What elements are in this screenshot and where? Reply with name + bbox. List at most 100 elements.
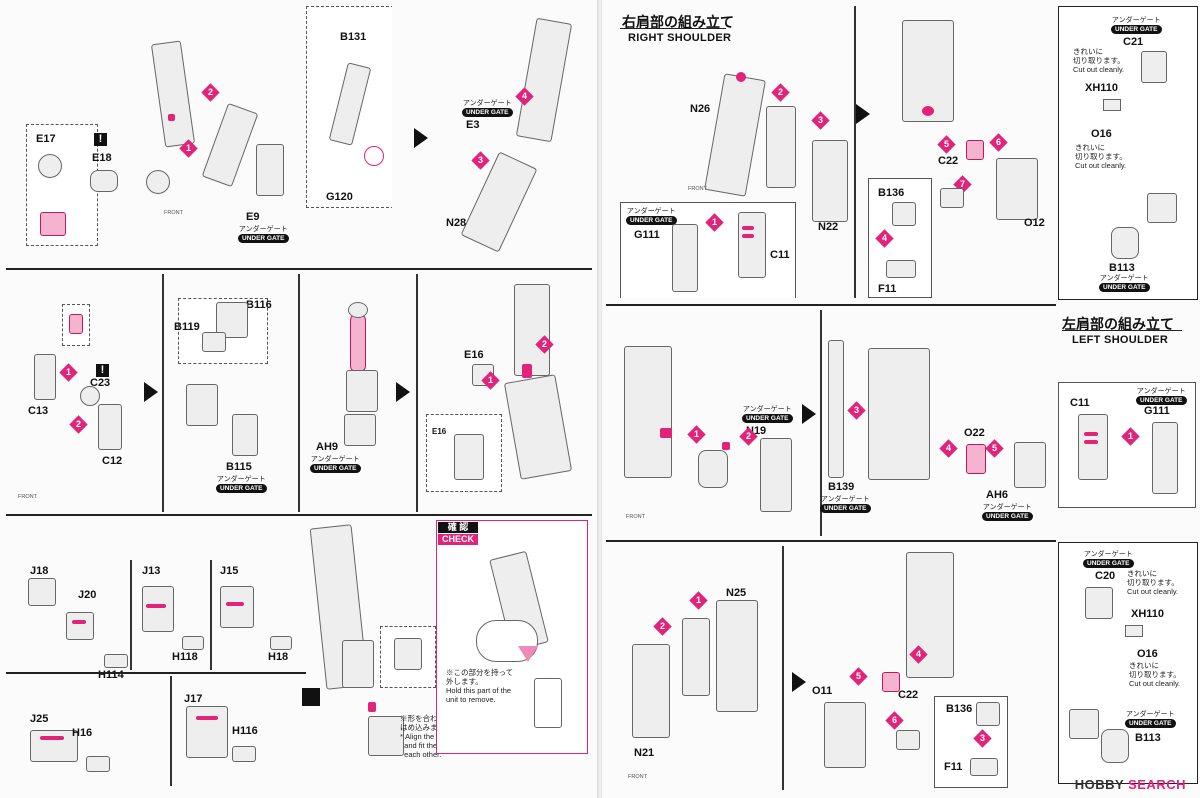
pink-mark-arm <box>168 114 175 121</box>
part-c11 <box>1078 414 1108 480</box>
part-b136 <box>976 702 1000 726</box>
label-b116: B116 <box>246 299 272 311</box>
part-c12 <box>98 404 122 450</box>
step-marker-1: 1 <box>705 213 724 232</box>
part-armor-front <box>624 346 672 478</box>
label-n25: N25 <box>726 587 747 599</box>
label-c12: C12 <box>102 455 123 467</box>
separator <box>416 274 418 512</box>
part-assembled-bottom <box>1069 709 1099 739</box>
part-n28 <box>460 151 538 253</box>
note-check: ※この部分を持って 外します。Hold this part of the uni… <box>446 668 514 704</box>
part-ah6 <box>1014 442 1046 488</box>
label-e16-detail: E16 <box>432 427 447 436</box>
part-j25 <box>30 730 78 762</box>
step-marker-1: 1 <box>59 363 78 382</box>
label-n19: N19 <box>746 425 767 437</box>
under-gate-badge: アンダーゲート UNDER GATE <box>310 456 361 473</box>
part-j13 <box>142 586 174 632</box>
step-marker-2: 2 <box>201 83 220 102</box>
row-divider-right-2 <box>606 540 1056 542</box>
part-shield <box>698 450 728 488</box>
part-arm-lower <box>344 414 376 446</box>
label-g111: G111 <box>634 229 660 241</box>
part-n25 <box>716 600 758 712</box>
flow-arrow <box>802 404 816 424</box>
part-hand-bottom <box>368 716 404 756</box>
part-h16 <box>86 756 110 772</box>
watermark-suffix: SEARCH <box>1128 777 1186 792</box>
label-b119: B119 <box>174 321 200 333</box>
label-c11: C11 <box>1070 397 1090 409</box>
label-h116: H116 <box>232 725 258 737</box>
part-f11 <box>970 758 998 776</box>
label-b139: B139 <box>828 481 855 493</box>
part-e17 <box>38 154 62 178</box>
part-joint <box>394 638 422 670</box>
part-post-cap <box>348 302 368 318</box>
remove-arrow <box>518 646 538 662</box>
cross-icon <box>302 688 320 706</box>
left-page: E17 ! E18 E9 アンダーゲート UNDER GATE 1 2 FRON… <box>0 0 598 798</box>
under-gate-badge: アンダーゲート UNDER GATE <box>1083 551 1134 568</box>
label-j18: J18 <box>30 565 49 577</box>
part-j20 <box>66 612 94 640</box>
part-e18-pink <box>40 212 66 236</box>
part-c23-pink <box>69 314 83 334</box>
step-marker-2: 2 <box>653 617 672 636</box>
pink-mark <box>1084 432 1098 436</box>
step-marker-1: 1 <box>179 139 198 158</box>
flow-arrow-row2-b <box>396 382 410 402</box>
label-xh110: XH110 <box>1085 82 1119 94</box>
row3-inner-divider <box>6 672 306 674</box>
watermark: HOBBY SEARCH <box>1075 777 1186 792</box>
under-gate-badge: アンダーゲート UNDER GATE <box>742 406 793 423</box>
part-g111 <box>672 224 698 292</box>
label-n21: N21 <box>634 747 655 759</box>
part-h114 <box>104 654 128 668</box>
step-marker-2: 2 <box>739 427 758 446</box>
front-label: FRONT <box>628 774 647 780</box>
label-j20: J20 <box>78 589 97 601</box>
pink-mark <box>660 428 672 438</box>
label-f11: F11 <box>944 761 963 773</box>
label-e9: E9 <box>246 211 260 223</box>
panel-row3: J18 J20 H114 J13 H118 J15 H18 J25 H16 J1… <box>6 520 592 790</box>
part-shoulder-block <box>186 384 218 426</box>
label-j13: J13 <box>142 565 161 577</box>
title-right-shoulder-en: RIGHT SHOULDER <box>628 32 732 44</box>
part-arm-cover <box>201 102 259 188</box>
label-c23: C23 <box>90 377 111 389</box>
label-b113: B113 <box>1135 732 1161 744</box>
label-b115: B115 <box>226 461 252 473</box>
label-f11: F11 <box>878 283 897 295</box>
label-c13: C13 <box>28 405 49 417</box>
label-g111: G111 <box>1144 405 1170 417</box>
part-c22-pink <box>966 140 984 160</box>
flow-arrow-row1 <box>414 128 428 148</box>
part-c22-pink <box>882 672 900 692</box>
panel-bottom: N25 N21 1 2 FRONT O11 5 4 C22 6 B136 3 F… <box>606 546 1052 790</box>
part-o11 <box>824 702 866 768</box>
part-joint-b <box>896 730 920 750</box>
pink-mark <box>40 736 64 740</box>
flow-arrow <box>856 104 870 124</box>
step-marker-4: 4 <box>909 645 928 664</box>
label-c20: C20 <box>1095 570 1116 582</box>
warning-icon: ! <box>96 364 109 377</box>
flow-arrow-row2-a <box>144 382 158 402</box>
separator <box>170 676 172 786</box>
check-label-en: CHECK <box>438 534 478 545</box>
label-e18: E18 <box>92 152 112 164</box>
step-marker-3: 3 <box>973 729 992 748</box>
label-n22: N22 <box>818 221 839 233</box>
label-h18: H18 <box>268 651 289 663</box>
note-cut-1: きれいに 切り取ります。 Cut out cleanly. <box>1073 47 1125 74</box>
pink-mark <box>196 716 218 720</box>
under-gate-badge: アンダーゲート UNDER GATE <box>1099 275 1150 292</box>
label-o11: O11 <box>812 685 833 697</box>
label-e16: E16 <box>464 349 484 361</box>
panel-row2: C13 ! C23 C12 1 2 FRONT B116 B119 B115 ア… <box>6 274 592 512</box>
part-b139 <box>828 340 844 478</box>
label-n28: N28 <box>446 217 467 229</box>
